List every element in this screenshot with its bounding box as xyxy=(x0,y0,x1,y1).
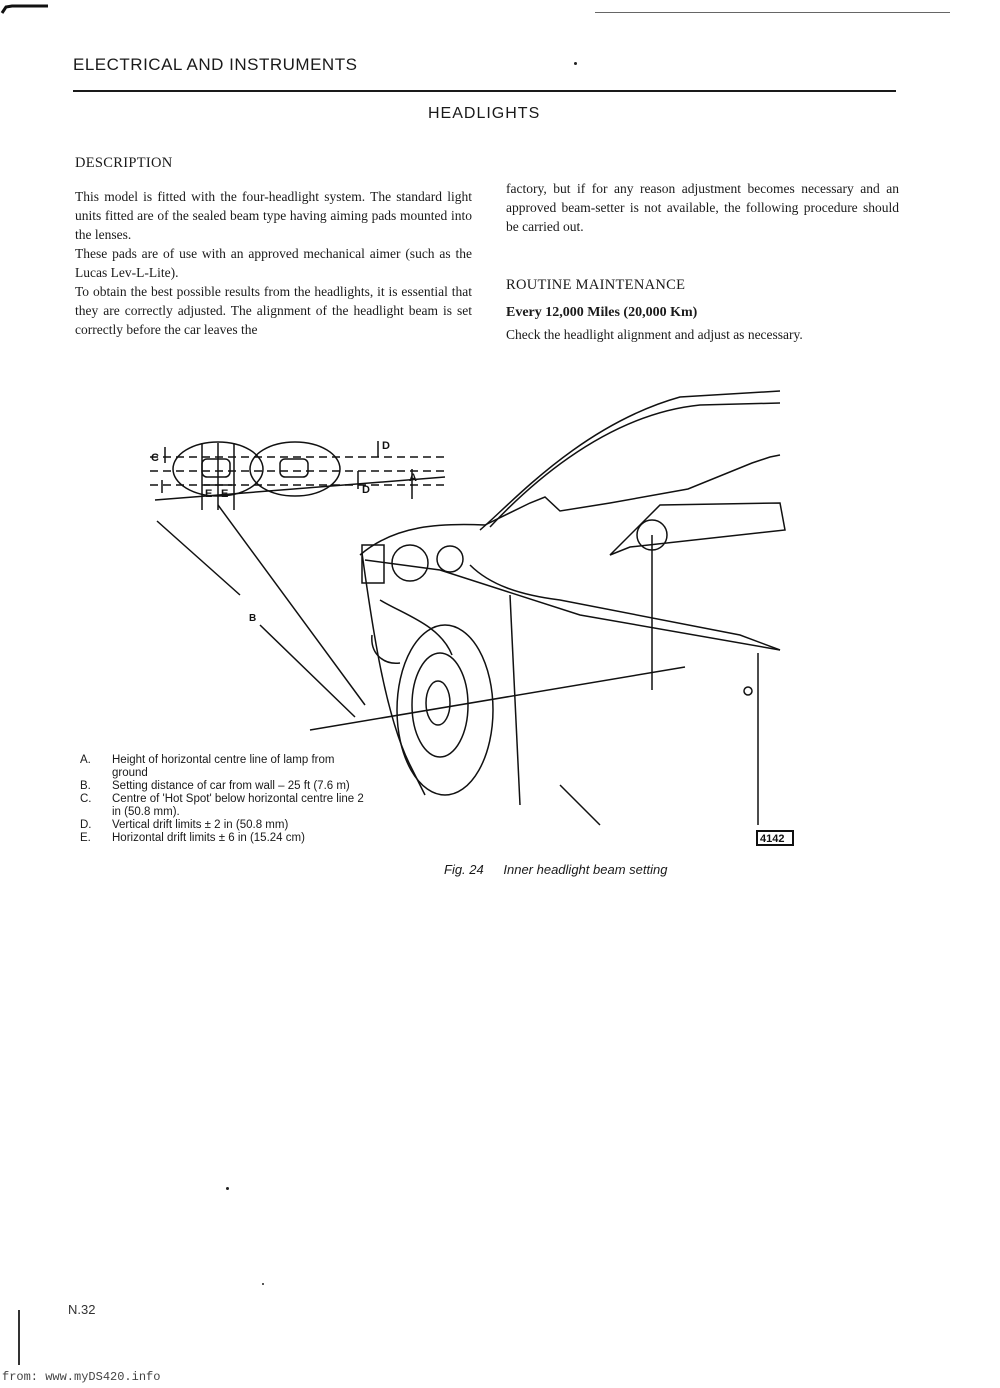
legend-row: C. Centre of 'Hot Spot' below horizontal… xyxy=(80,793,370,819)
wheel-hub xyxy=(425,680,451,726)
legend-row: D. Vertical drift limits ± 2 in (50.8 mm… xyxy=(80,819,370,832)
maintenance-interval: Every 12,000 Miles (20,000 Km) xyxy=(506,305,698,320)
hot-spot-right xyxy=(279,458,309,478)
label-e-left: E xyxy=(205,488,212,500)
description-paragraph: To obtain the best possible results from… xyxy=(75,284,472,337)
label-d-top: D xyxy=(382,440,390,452)
legend-text: Height of horizontal centre line of lamp… xyxy=(112,754,335,779)
legend-key: E. xyxy=(80,832,91,844)
binding-mark xyxy=(18,1310,20,1365)
maintenance-heading: ROUTINE MAINTENANCE xyxy=(506,277,686,293)
body-crease xyxy=(469,564,781,651)
description-paragraph: This model is fitted with the four-headl… xyxy=(75,189,472,242)
label-e-right: E xyxy=(221,488,228,500)
headlight-inner xyxy=(436,545,464,573)
plate-box xyxy=(756,830,794,846)
figure-caption-text: Inner headlight beam setting xyxy=(503,862,668,877)
description-continuation: factory, but if for any reason adjustmen… xyxy=(506,181,899,234)
speck xyxy=(226,1187,229,1190)
plate-number: 4142 xyxy=(760,833,784,845)
distance-line-lower xyxy=(259,624,356,718)
legend-key: C. xyxy=(80,793,92,805)
headlight-outer xyxy=(391,544,429,582)
fuel-cap xyxy=(743,686,753,696)
description-body: This model is fitted with the four-headl… xyxy=(75,187,472,339)
maintenance-text: Check the headlight alignment and adjust… xyxy=(506,327,803,342)
label-a: A xyxy=(409,472,417,484)
description-heading: DESCRIPTION xyxy=(75,155,173,171)
quarter-light xyxy=(609,502,786,556)
section-header: ELECTRICAL AND INSTRUMENTS xyxy=(73,55,358,74)
figure-number: Fig. 24 xyxy=(444,862,484,877)
car-roofline xyxy=(359,454,781,556)
windscreen-pillar-inner xyxy=(489,402,781,528)
legend-key: D. xyxy=(80,819,92,831)
wheel-arch xyxy=(379,599,453,656)
grille xyxy=(361,544,385,584)
legend-row: A. Height of horizontal centre line of l… xyxy=(80,754,370,780)
wall-line xyxy=(154,476,446,501)
top-rule xyxy=(595,12,950,13)
legend-text: Centre of 'Hot Spot' below horizontal ce… xyxy=(112,793,364,818)
car-front-edge xyxy=(361,552,426,796)
bumper xyxy=(371,634,401,664)
legend-text: Setting distance of car from wall – 25 f… xyxy=(112,780,350,792)
ground-line xyxy=(309,666,686,731)
hot-spot-left xyxy=(201,458,231,478)
distance-line-inner xyxy=(217,504,366,706)
legend-row: B. Setting distance of car from wall – 2… xyxy=(80,780,370,793)
speck xyxy=(262,1283,264,1285)
front-tyre xyxy=(396,624,494,796)
figure-caption: Fig. 24 Inner headlight beam setting xyxy=(444,862,667,877)
corner-mark xyxy=(0,4,48,14)
legend-key: A. xyxy=(80,754,91,766)
speck xyxy=(574,62,577,65)
legend-text: Horizontal drift limits ± 6 in (15.24 cm… xyxy=(112,832,305,844)
description-paragraph: These pads are of use with an approved m… xyxy=(75,246,472,280)
label-b: B xyxy=(249,613,256,624)
headlight-beam-setting-diagram: C E E D D A B 4142 xyxy=(150,390,794,846)
header-rule xyxy=(73,90,896,92)
legend-text: Vertical drift limits ± 2 in (50.8 mm) xyxy=(112,819,289,831)
page-title: HEADLIGHTS xyxy=(428,105,541,122)
wheel-rim xyxy=(411,652,469,758)
body-shoulder xyxy=(364,559,781,651)
distance-line-upper xyxy=(156,520,241,596)
figure-legend: A. Height of horizontal centre line of l… xyxy=(80,754,370,845)
windscreen-pillar xyxy=(479,390,781,531)
door-edge xyxy=(509,594,521,806)
beam-ellipse-right xyxy=(249,441,341,497)
source-footer: from: www.myDS420.info xyxy=(2,1370,161,1384)
page-number: N.32 xyxy=(68,1302,96,1317)
legend-row: E. Horizontal drift limits ± 6 in (15.24… xyxy=(80,832,370,845)
label-d-bottom: D xyxy=(362,484,370,496)
legend-key: B. xyxy=(80,780,91,792)
label-c: C xyxy=(151,452,159,464)
